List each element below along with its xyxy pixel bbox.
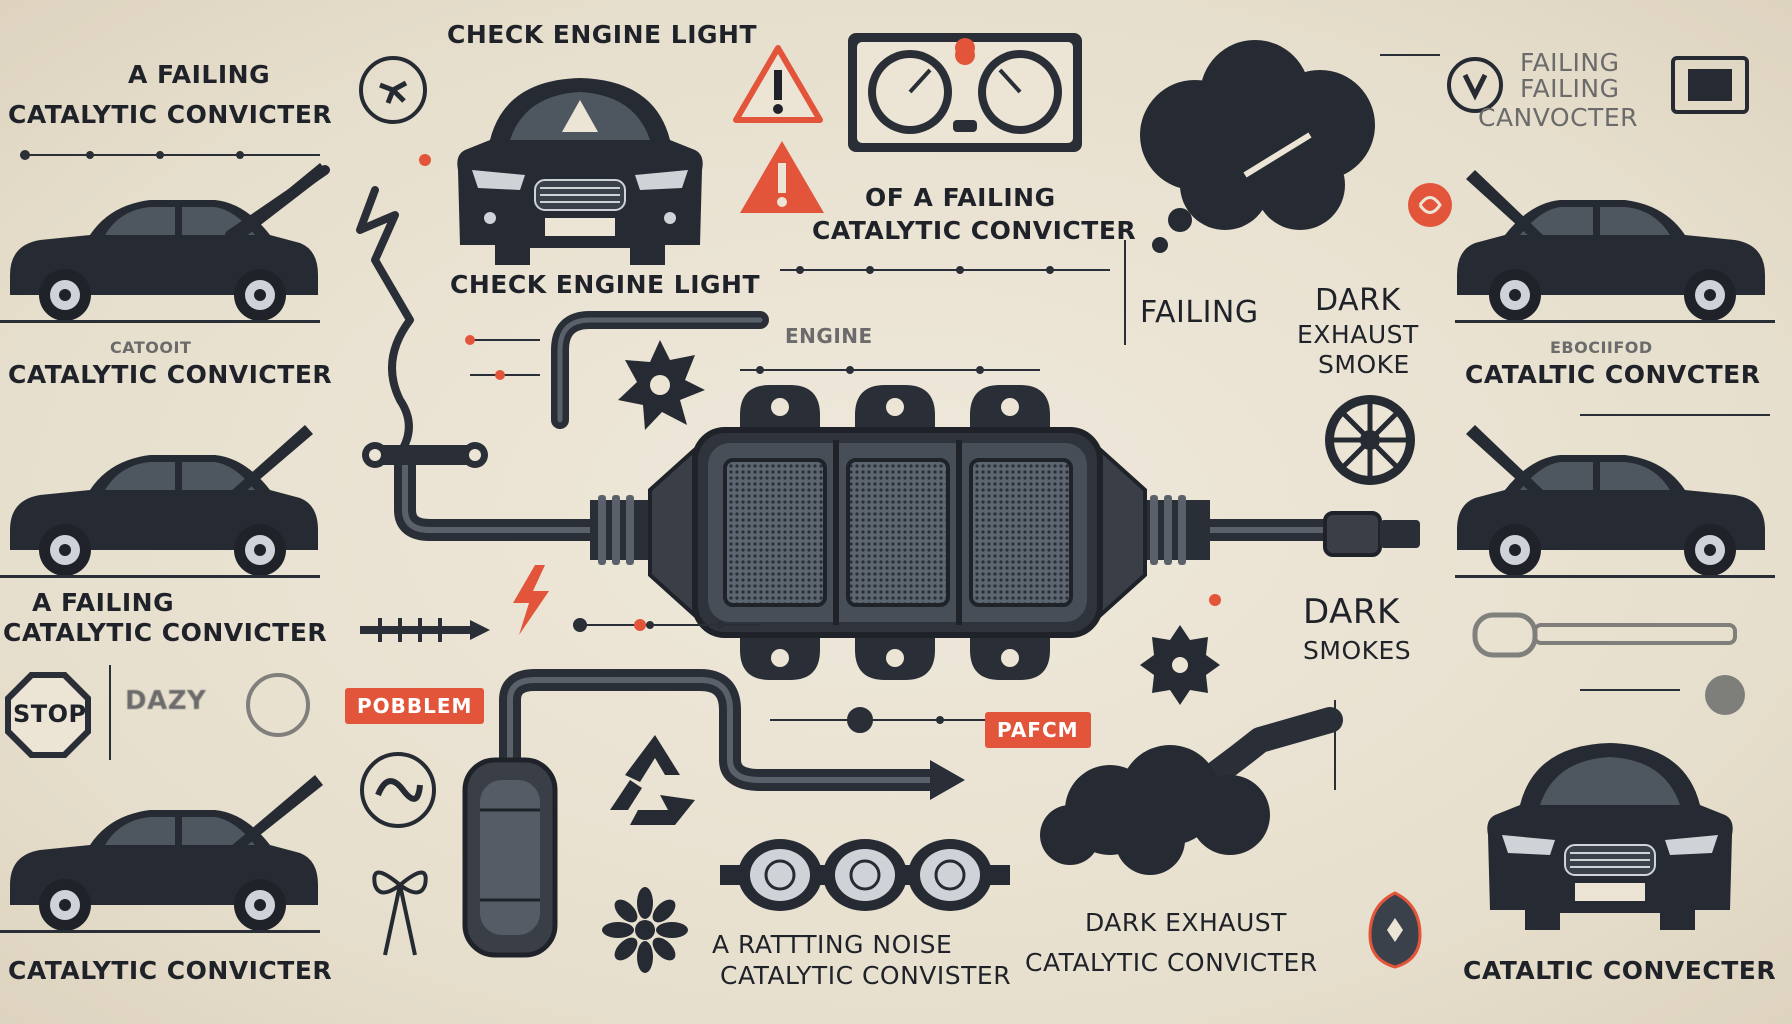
lightning-icon	[513, 565, 549, 635]
dazy-faint-label: DAZY	[125, 686, 207, 716]
round-emblem-icon	[359, 56, 427, 124]
dark-exhaust-smoke-line2: EXHAUST	[1297, 320, 1419, 349]
dark-exhaust-smoke-line3: SMOKE	[1318, 350, 1410, 379]
outlet-tip-icon	[1323, 511, 1420, 557]
dark-exhaust-smoke-line1: DARK	[1315, 283, 1401, 318]
failing-catalytic-top-left-line2: CATALYTIC CONVICTER	[8, 100, 333, 129]
car-side-hood-open-icon	[1455, 170, 1775, 323]
pipe-connector-icon	[362, 442, 488, 468]
failing-catalytic-left-2-line2: CATALYTIC CONVICTER	[3, 618, 328, 647]
stop-sign: STOP	[3, 670, 93, 760]
car-side-hood-open-icon	[1455, 425, 1775, 578]
knot-emblem-icon	[360, 752, 436, 828]
dark-smokes-line2: SMOKES	[1303, 636, 1412, 665]
catalytic-converter-icon	[590, 385, 1210, 680]
dashboard-gauges-icon	[848, 33, 1082, 152]
of-a-failing-line2: CATALYTIC CONVICTER	[812, 216, 1137, 245]
failing-top-right-line1: FAILING	[1520, 48, 1620, 77]
ghost-pipe-decoration	[1472, 612, 1745, 715]
car-side-hood-open-icon	[0, 425, 320, 578]
mini-catalytic-converter-icon	[720, 839, 1010, 911]
rattling-noise-line2: CATALYTIC CONVISTER	[720, 961, 1012, 990]
car-side-hood-open-icon	[0, 775, 323, 933]
dark-exhaust-bottom-line2: CATALYTIC CONVICTER	[1025, 948, 1318, 977]
badge-icon	[1671, 56, 1749, 114]
failing-catalytic-top-left-line1: A FAILING	[128, 60, 271, 89]
turbine-fan-icon	[1325, 395, 1415, 485]
flower-icon	[602, 887, 688, 973]
warning-triangle-icon	[740, 141, 824, 213]
shield-emblem-icon	[1368, 891, 1422, 969]
catalytic-converter-bottom-right: CATALTIC CONVECTER	[1463, 956, 1777, 985]
gear-badge-icon	[1140, 625, 1220, 705]
stop-label: STOP	[13, 700, 87, 728]
smoke-cloud-icon	[1040, 745, 1270, 875]
check-engine-light-title: CHECK ENGINE LIGHT	[447, 20, 758, 49]
catalytic-converter-left-bottom: CATALYTIC CONVICTER	[8, 956, 333, 985]
catalytic-faint-left: CATOOIT	[110, 338, 192, 357]
failing-top-right-line3: CANVOCTER	[1478, 103, 1638, 132]
of-a-failing-line1: OF A FAILING	[865, 183, 1056, 212]
gear-badge-icon	[618, 340, 705, 430]
pafcm-tag: PAFCM	[985, 712, 1091, 748]
catalytic-converter-left-1: CATALYTIC CONVICTER	[8, 360, 333, 389]
problem-tag: POBBLEM	[345, 688, 485, 724]
smoke-cloud-icon	[1140, 40, 1375, 253]
car-side-hood-open-icon	[0, 163, 330, 323]
catalytic-converter-right: CATALTIC CONVCTER	[1465, 360, 1761, 389]
dark-exhaust-bottom-line1: DARK EXHAUST	[1085, 908, 1287, 937]
engine-faint-label: ENGINE	[785, 324, 873, 348]
failing-top-right-line2: FAILING	[1520, 74, 1620, 103]
warning-triangle-icon	[733, 45, 823, 123]
red-sticker-icon	[1408, 183, 1452, 227]
rattling-noise-line1: A RATTTING NOISE	[712, 930, 953, 959]
dark-smokes-line1: DARK	[1303, 592, 1400, 632]
car-front-icon	[1487, 743, 1733, 930]
round-emblem-icon	[1447, 57, 1503, 113]
failing-mid-label: FAILING	[1140, 295, 1259, 330]
catalytic-faint-right: EBOCIIFOD	[1550, 338, 1653, 357]
failing-catalytic-left-2-line1: A FAILING	[32, 588, 175, 617]
bow-icon	[372, 870, 428, 956]
car-front-warning-icon	[457, 78, 703, 265]
ghost-round-icon	[246, 673, 310, 737]
check-engine-light-caption: CHECK ENGINE LIGHT	[450, 270, 761, 299]
recycle-icon	[610, 735, 695, 825]
